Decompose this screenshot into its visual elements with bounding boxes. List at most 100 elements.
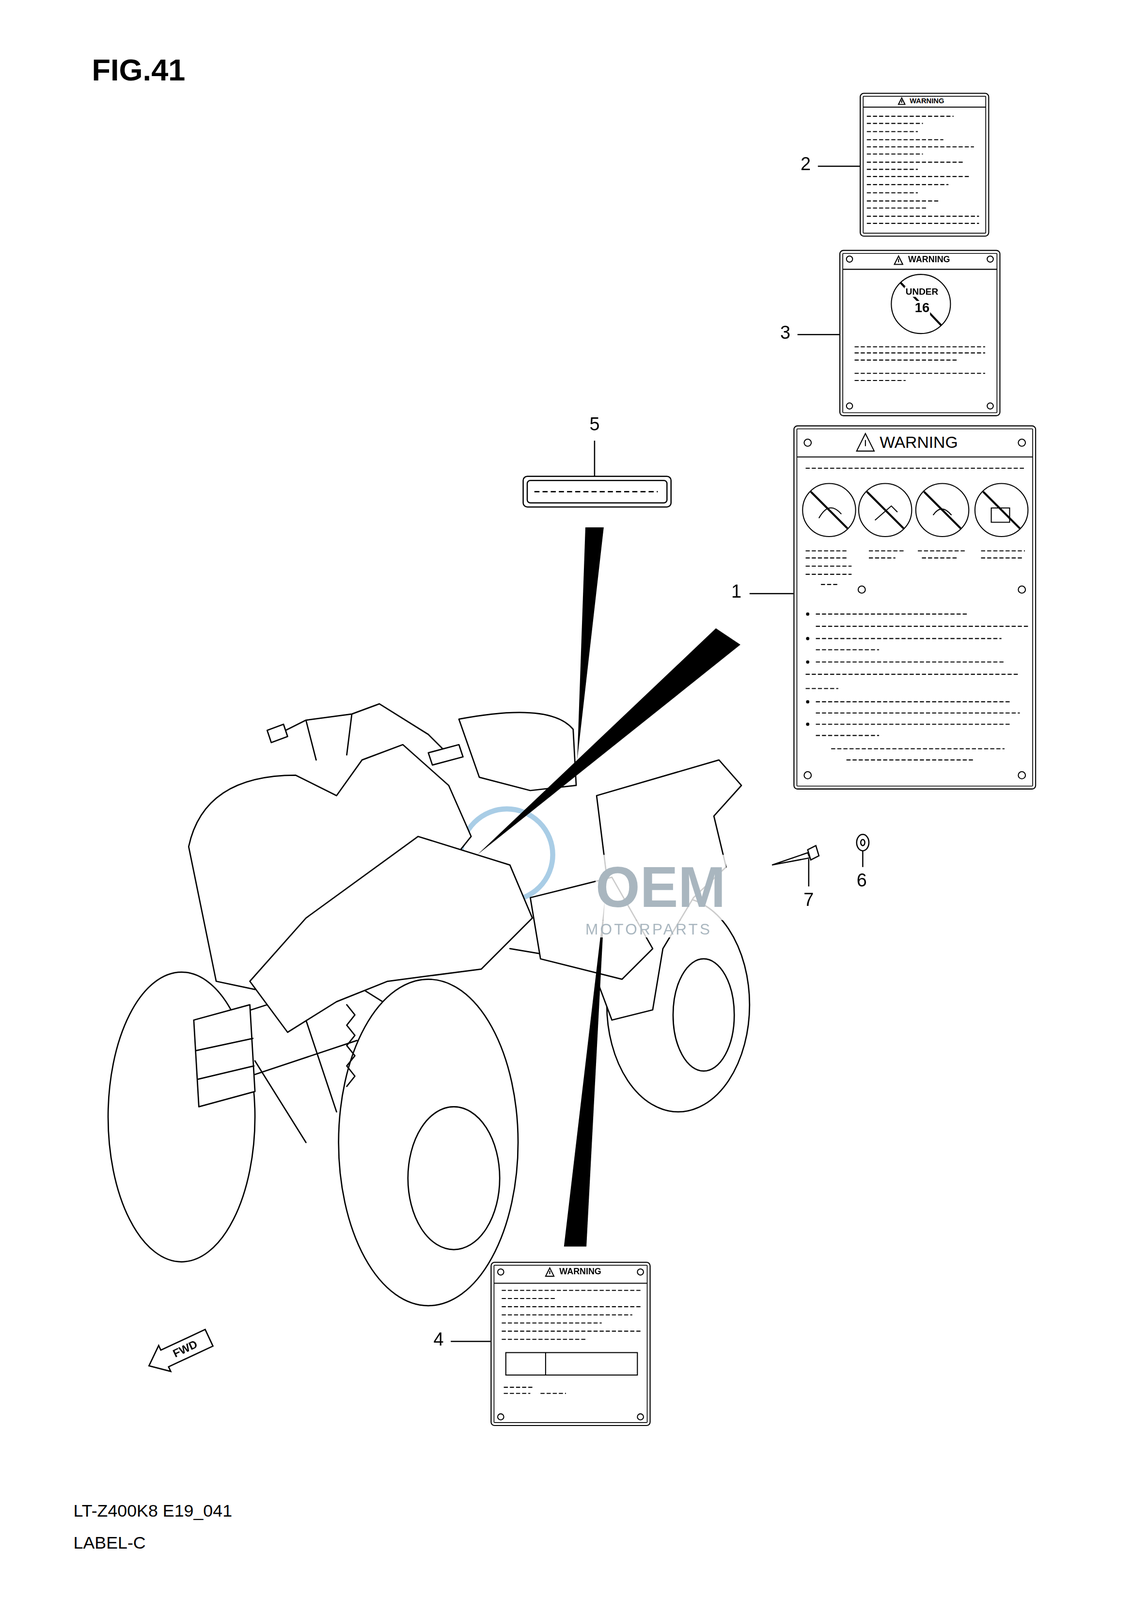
symbol-text: 16 — [913, 300, 931, 316]
warning-triangle — [856, 433, 875, 452]
age-symbol — [891, 274, 951, 334]
header-rule — [493, 1282, 648, 1284]
drawing-title: LABEL-C — [73, 1532, 146, 1553]
warning-triangle — [546, 1267, 555, 1276]
warning-label: WARNING — [490, 1261, 651, 1426]
watermark: OEM — [595, 854, 726, 921]
header-rule — [862, 106, 987, 108]
rivet-hole — [987, 402, 994, 409]
text-placeholder — [805, 550, 1025, 584]
header-rule — [796, 456, 1034, 458]
leader-line — [862, 850, 864, 867]
rivet-pin — [771, 852, 810, 865]
bullet — [805, 700, 810, 704]
callout-number: 2 — [800, 154, 811, 176]
watermark: MOTORPARTS — [585, 919, 712, 938]
rivet-hole — [803, 771, 812, 779]
rivet-hole — [637, 1413, 644, 1420]
warning-heading: WARNING — [558, 1266, 603, 1277]
direction-label: FWD — [170, 1337, 200, 1360]
exclamation-mark — [900, 99, 902, 103]
pointer-wedge — [577, 527, 604, 760]
prohibit-slash — [810, 491, 1020, 529]
rivet-hole — [637, 1268, 644, 1275]
callout-number: 3 — [780, 322, 791, 344]
rivet-head — [807, 845, 819, 860]
washer — [860, 839, 865, 846]
text-placeholder — [805, 467, 1025, 469]
rivet-hole — [803, 439, 812, 447]
pointer-wedge — [477, 628, 741, 855]
text-placeholder — [854, 346, 986, 381]
warning-triangle — [544, 1266, 555, 1277]
handlebar — [273, 703, 449, 760]
header-rule — [842, 268, 998, 270]
leader-line — [797, 333, 840, 336]
warning-triangle — [894, 255, 903, 265]
warning-heading: WARNING — [878, 433, 960, 453]
rivet-hole — [846, 402, 853, 409]
callout-number: 6 — [856, 869, 867, 892]
leader-line — [594, 440, 596, 477]
callout-number: 1 — [731, 581, 742, 603]
exclamation-mark — [898, 258, 900, 263]
tire — [338, 978, 519, 1305]
warning-label: WARNING UNDER 16 — [839, 250, 1001, 417]
rivet-hole — [987, 255, 994, 263]
rivet-hole — [1018, 439, 1026, 447]
sticker-outline — [527, 480, 667, 503]
text-placeholder — [534, 490, 659, 493]
drawing-code: LT-Z400K8 E19_041 — [73, 1501, 233, 1522]
warning-label: WARNING — [859, 93, 990, 237]
warning-triangle — [893, 254, 904, 266]
bullet — [805, 636, 810, 641]
callout-number: 5 — [589, 413, 600, 436]
shock-spring — [346, 1004, 356, 1086]
warning-triangle — [855, 432, 876, 453]
rivet-hole — [1018, 585, 1026, 594]
direction-arrow — [142, 1324, 216, 1379]
exclamation-mark — [549, 1270, 551, 1274]
callout-number: 7 — [803, 889, 814, 911]
text-placeholder — [805, 613, 1029, 760]
pointer-wedge — [564, 899, 605, 1247]
leader-line — [817, 165, 860, 168]
grip — [267, 723, 463, 765]
leader-line — [450, 1340, 491, 1342]
bullet — [805, 612, 810, 616]
callout-number: 4 — [433, 1328, 444, 1351]
bumper — [193, 1004, 255, 1107]
text-placeholder — [501, 1289, 643, 1394]
pointer-wedges — [477, 527, 741, 1247]
table-divider — [545, 1352, 547, 1375]
text-placeholder — [866, 116, 979, 224]
sticker-outline — [523, 476, 672, 507]
leader-line — [749, 593, 794, 595]
warning-heading: WARNING — [907, 254, 952, 266]
rivet-hole — [1018, 771, 1026, 779]
bullet — [805, 660, 810, 664]
symbol-text: UNDER — [904, 286, 940, 298]
warning-heading: WARNING — [908, 96, 945, 106]
leader-line — [808, 858, 810, 887]
washer — [856, 833, 869, 851]
rivet-hole — [497, 1268, 504, 1275]
warning-triangle — [897, 97, 905, 105]
wheel-hub — [673, 958, 735, 1071]
warning-triangle — [896, 96, 906, 106]
figure-title: FIG.41 — [91, 52, 186, 89]
rivet-hole — [858, 585, 866, 594]
bullet — [805, 722, 810, 726]
rivet-hole — [497, 1413, 504, 1420]
rivet-hole — [846, 255, 853, 263]
pictogram-detail — [818, 505, 1010, 523]
tire — [108, 972, 255, 1262]
wheel-hub — [408, 1106, 500, 1250]
table-box — [505, 1352, 638, 1375]
warning-label: WARNING — [793, 425, 1037, 790]
prohibit-slash — [900, 282, 942, 326]
exclamation-mark — [864, 440, 866, 447]
